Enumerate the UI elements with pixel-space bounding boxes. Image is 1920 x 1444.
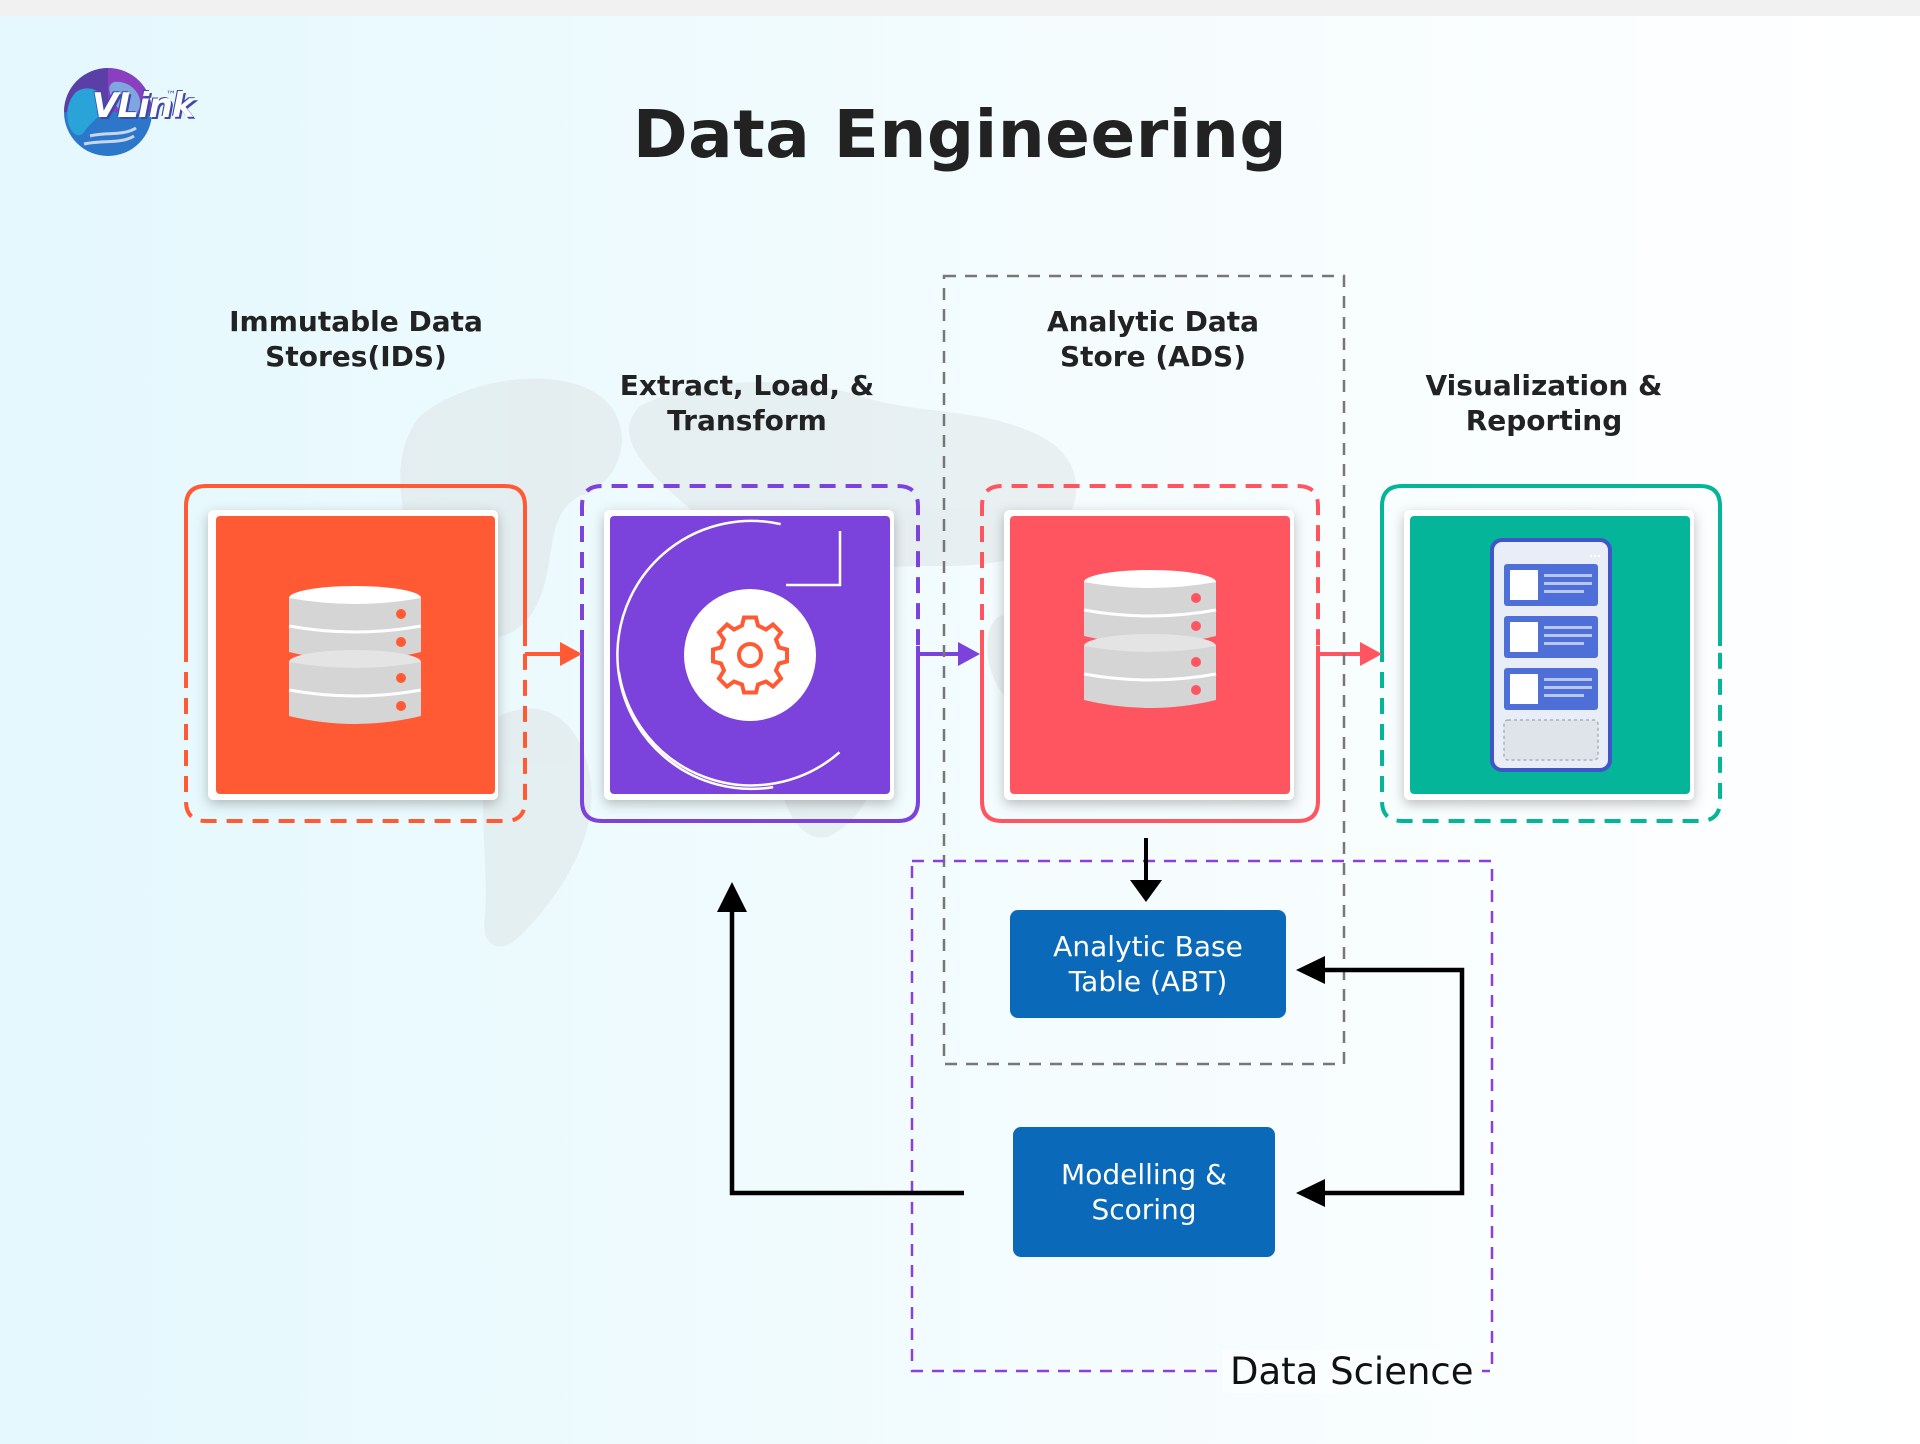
card-elt-frame-dashed [580,484,920,646]
logo-trademark: ™ [166,90,176,101]
diagram-canvas: VLink ™ Data Engineering Immutable Data … [0,16,1920,1444]
mobile-report-icon [1490,538,1612,772]
database-icon [288,586,422,724]
step-label-ads-line2: Store (ADS) [1059,340,1246,373]
arrow-modelling-to-elt [717,882,964,1196]
vlink-logo: VLink ™ [44,62,194,162]
card-ads [980,484,1320,823]
gear-cycle-icon [616,519,842,791]
step-label-vis-line1: Visualization & [1425,369,1663,402]
step-label-ids-line1: Immutable Data [229,305,483,338]
abt-box-line2: Table (ABT) [1068,965,1228,998]
diagram-graphics [184,274,1722,1373]
gear-icon [711,615,789,695]
abt-box: Analytic Base Table (ABT) [1010,910,1286,1018]
arrow-abt-modelling-loop [1296,956,1465,1207]
modelling-box-line1: Modelling & [1061,1158,1227,1191]
card-elt-frame-solid [580,646,920,823]
step-label-visualization: Visualization & Reporting [1374,368,1714,438]
arrow-ads-to-vis [1318,642,1382,666]
modelling-box-line2: Scoring [1091,1193,1197,1226]
card-vis-frame-dashed [1380,646,1722,823]
arrow-ids-to-elt [525,642,582,666]
step-label-ads-line1: Analytic Data [1046,305,1260,338]
step-label-ads: Analytic Data Store (ADS) [983,304,1323,374]
card-ids [184,484,527,823]
database-icon [1083,570,1217,708]
arrow-elt-to-ads [918,642,980,666]
page-title: Data Engineering [632,96,1288,173]
step-label-ids-line2: Stores(IDS) [265,340,447,373]
data-science-label: Data Science [1222,1350,1482,1393]
modelling-box: Modelling & Scoring [1013,1127,1275,1257]
abt-box-line1: Analytic Base [1053,930,1243,963]
top-bar [0,0,1920,16]
arrow-ads-to-abt [1130,838,1162,902]
card-vis-frame-solid [1380,484,1722,646]
step-label-elt-line2: Transform [667,404,827,437]
globe-icon [64,68,152,156]
card-ids-frame-dashed [184,646,527,823]
card-ads-frame-dashed [980,484,1320,646]
step-label-elt: Extract, Load, & Transform [577,368,917,438]
step-label-ids: Immutable Data Stores(IDS) [186,304,526,374]
ads-scope-boundary [942,274,1346,1066]
card-visualization [1380,484,1722,823]
step-label-vis-line2: Reporting [1465,404,1623,437]
logo-text: VLink [92,86,194,126]
card-ads-frame-solid [980,646,1320,823]
card-elt [580,484,920,823]
step-label-elt-line1: Extract, Load, & [619,369,875,402]
card-ids-frame-solid [184,484,527,646]
